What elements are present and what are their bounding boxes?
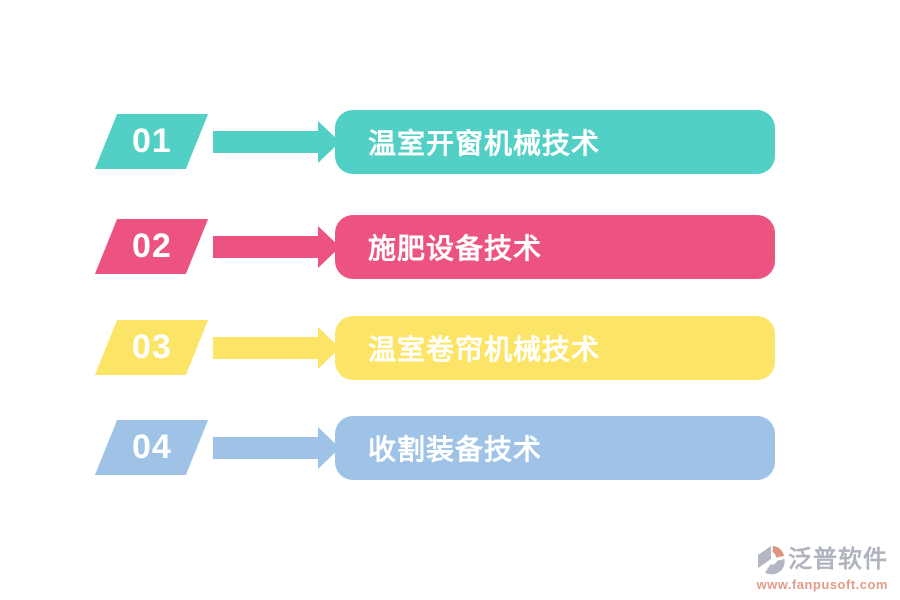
watermark-brand-text: 泛普软件	[788, 545, 888, 573]
step-label-3: 温室卷帘机械技术	[368, 334, 601, 365]
arrow-right-icon-2	[213, 226, 340, 268]
arrow-right-icon-1	[213, 121, 340, 163]
watermark-url-text: www.fanpusoft.com	[756, 577, 888, 592]
fanpu-logo-icon	[758, 546, 785, 575]
step-number-tag-3: 03	[94, 320, 209, 375]
step-row-4: 04 收割装备技术	[0, 416, 900, 480]
step-label-pill-2: 施肥设备技术	[335, 215, 775, 279]
arrow-right-icon-3	[213, 327, 340, 369]
step-number-4: 04	[131, 428, 172, 466]
step-number-1: 01	[131, 122, 172, 160]
step-label-4: 收割装备技术	[368, 434, 543, 465]
step-row-1: 01 温室开窗机械技术	[0, 110, 900, 174]
step-label-2: 施肥设备技术	[368, 233, 543, 264]
step-label-pill-3: 温室卷帘机械技术	[335, 316, 775, 380]
watermark: 泛普软件 www.fanpusoft.com	[756, 544, 888, 592]
step-label-pill-1: 温室开窗机械技术	[335, 110, 775, 174]
step-label-1: 温室开窗机械技术	[368, 128, 601, 159]
step-row-3: 03 温室卷帘机械技术	[0, 316, 900, 380]
step-number-tag-1: 01	[94, 114, 209, 169]
step-number-3: 03	[131, 328, 172, 366]
step-number-tag-4: 04	[94, 420, 209, 475]
step-label-pill-4: 收割装备技术	[335, 416, 775, 480]
step-number-2: 02	[131, 227, 172, 265]
step-number-tag-2: 02	[94, 219, 209, 274]
arrow-right-icon-4	[213, 427, 340, 469]
step-row-2: 02 施肥设备技术	[0, 215, 900, 279]
